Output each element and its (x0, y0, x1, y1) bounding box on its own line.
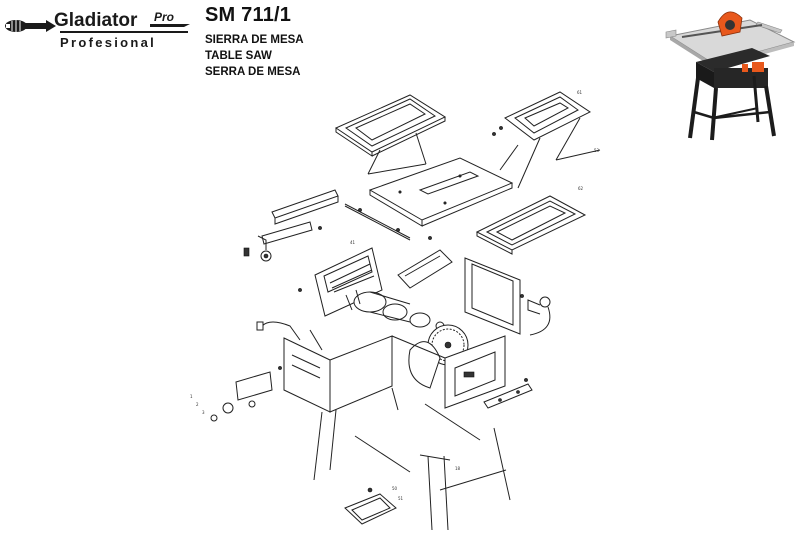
leg-stand: 18 (313, 387, 511, 531)
detail-bracket: 50 51 (344, 486, 404, 525)
svg-text:61: 61 (577, 90, 583, 95)
rip-fence-assembly: 41 (243, 189, 411, 262)
svg-text:53: 53 (594, 148, 600, 153)
logo-brand-suffix: Pro (154, 10, 174, 24)
model-number: SM 711/1 (205, 4, 292, 26)
logo-emblem-icon (5, 20, 56, 32)
front-cabinet (283, 335, 506, 413)
subtitle-english: TABLE SAW (205, 50, 272, 62)
svg-text:18: 18 (455, 466, 461, 471)
motor-assembly (345, 289, 445, 331)
logo-brand-name: Gladiator (54, 10, 138, 31)
svg-text:51: 51 (398, 496, 404, 501)
svg-text:62: 62 (578, 186, 584, 191)
right-rear-extension-table: 62 (475, 186, 587, 255)
product-photo (665, 11, 796, 141)
side-frame-panel (464, 257, 551, 336)
housing-panel (314, 247, 453, 317)
left-extension-table (334, 94, 447, 175)
svg-text:1: 1 (190, 394, 193, 399)
svg-text:3: 3 (202, 410, 205, 415)
subtitle-spanish: SIERRA DE MESA (205, 34, 304, 46)
gladiator-pro-logo: Gladiator Pro Profesional (5, 10, 190, 50)
title-block: SM 711/1 SIERRA DE MESA TABLE SAW SERRA … (205, 4, 304, 80)
logo-tagline: Profesional (60, 35, 156, 50)
main-table-top (368, 157, 514, 227)
svg-text:2: 2 (196, 402, 199, 407)
power-cord: 1 2 3 (190, 321, 323, 422)
svg-text:41: 41 (350, 240, 356, 245)
exploded-parts-diagram: 61 53 62 41 (190, 90, 601, 531)
fasteners (278, 126, 528, 382)
svg-text:50: 50 (392, 486, 398, 491)
product-names: SIERRA DE MESA TABLE SAW SERRA DE MESA (205, 32, 304, 80)
miter-rail (483, 383, 533, 409)
right-extension-table: 61 53 (499, 90, 601, 189)
subtitle-portuguese: SERRA DE MESA (205, 66, 301, 78)
